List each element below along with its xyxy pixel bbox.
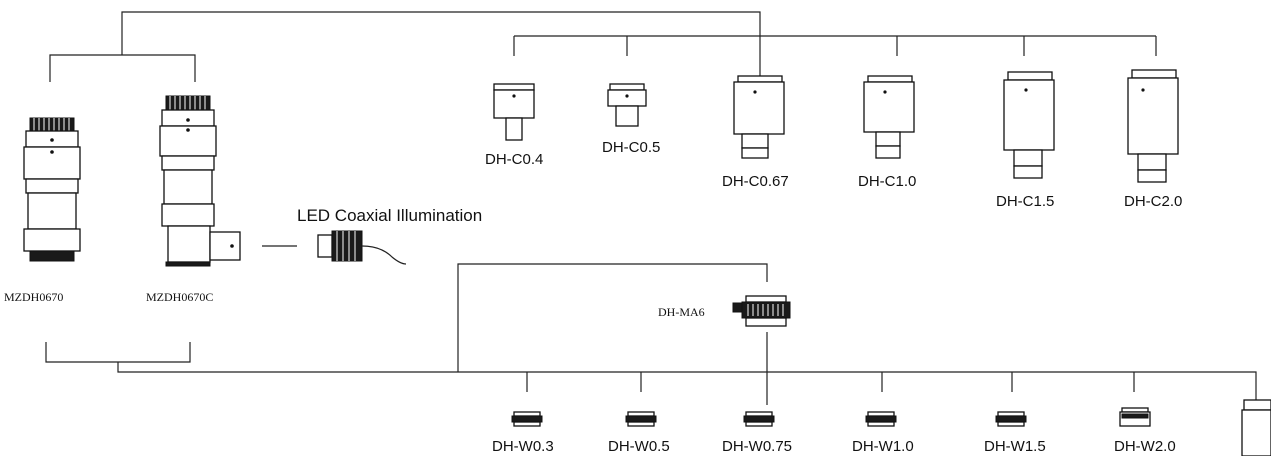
c-adapter-dh-c067 [733, 75, 785, 159]
label-led-coaxial-illumination: LED Coaxial Illumination [297, 206, 482, 225]
label-dh-w20: DH-W2.0 [1114, 438, 1176, 455]
c-adapter-dh-c05 [607, 83, 647, 127]
label-dh-w15: DH-W1.5 [984, 438, 1046, 455]
ma6-bracket [457, 263, 768, 372]
w-adapter-dh-w05 [625, 411, 657, 427]
label-mzdh0670c: MZDH0670C [146, 290, 213, 304]
label-dh-c04: DH-C0.4 [485, 151, 543, 168]
label-mzdh0670: MZDH0670 [4, 290, 63, 304]
focus-knurl-c [165, 95, 211, 111]
c-adapter-dh-c20 [1127, 69, 1179, 183]
w-adapter-partial-edge [1241, 399, 1271, 456]
c-adapter-dh-c04 [493, 83, 535, 141]
label-dh-w03: DH-W0.3 [492, 438, 554, 455]
connector-lines [45, 11, 1257, 405]
mount-adapter-dh-ma6 [732, 295, 791, 327]
c-adapter-dh-c15 [1003, 71, 1055, 179]
top-bracket-line [121, 11, 761, 82]
label-dh-c067: DH-C0.67 [722, 173, 789, 190]
zoom-bodies-bottom-bracket [45, 342, 191, 363]
label-dh-c15: DH-C1.5 [996, 193, 1054, 210]
illumination-cable [361, 245, 407, 265]
label-dh-w10: DH-W1.0 [852, 438, 914, 455]
led-coaxial-illumination [317, 230, 407, 265]
w-adapter-bus [117, 362, 1257, 400]
zoom-body-mzdh0670c [159, 95, 241, 267]
w-adapter-dh-w10 [865, 411, 897, 427]
w-adapter-dh-w075 [743, 411, 775, 427]
zoom-body-mzdh0670 [23, 117, 81, 262]
w-adapter-dh-w20 [1119, 407, 1151, 427]
label-dh-c05: DH-C0.5 [602, 139, 660, 156]
label-dh-w05: DH-W0.5 [608, 438, 670, 455]
w-adapter-dh-w03 [511, 411, 543, 427]
label-dh-c10: DH-C1.0 [858, 173, 916, 190]
labels: MZDH0670 MZDH0670C LED Coaxial Illuminat… [4, 139, 1182, 455]
label-dh-c20: DH-C2.0 [1124, 193, 1182, 210]
label-dh-ma6: DH-MA6 [658, 305, 705, 319]
c-adapter-dh-c10 [863, 75, 915, 159]
focus-knurl [29, 117, 75, 132]
w-adapter-dh-w15 [995, 411, 1027, 427]
label-dh-w075: DH-W0.75 [722, 438, 792, 455]
zoom-bodies-bracket [49, 54, 196, 82]
